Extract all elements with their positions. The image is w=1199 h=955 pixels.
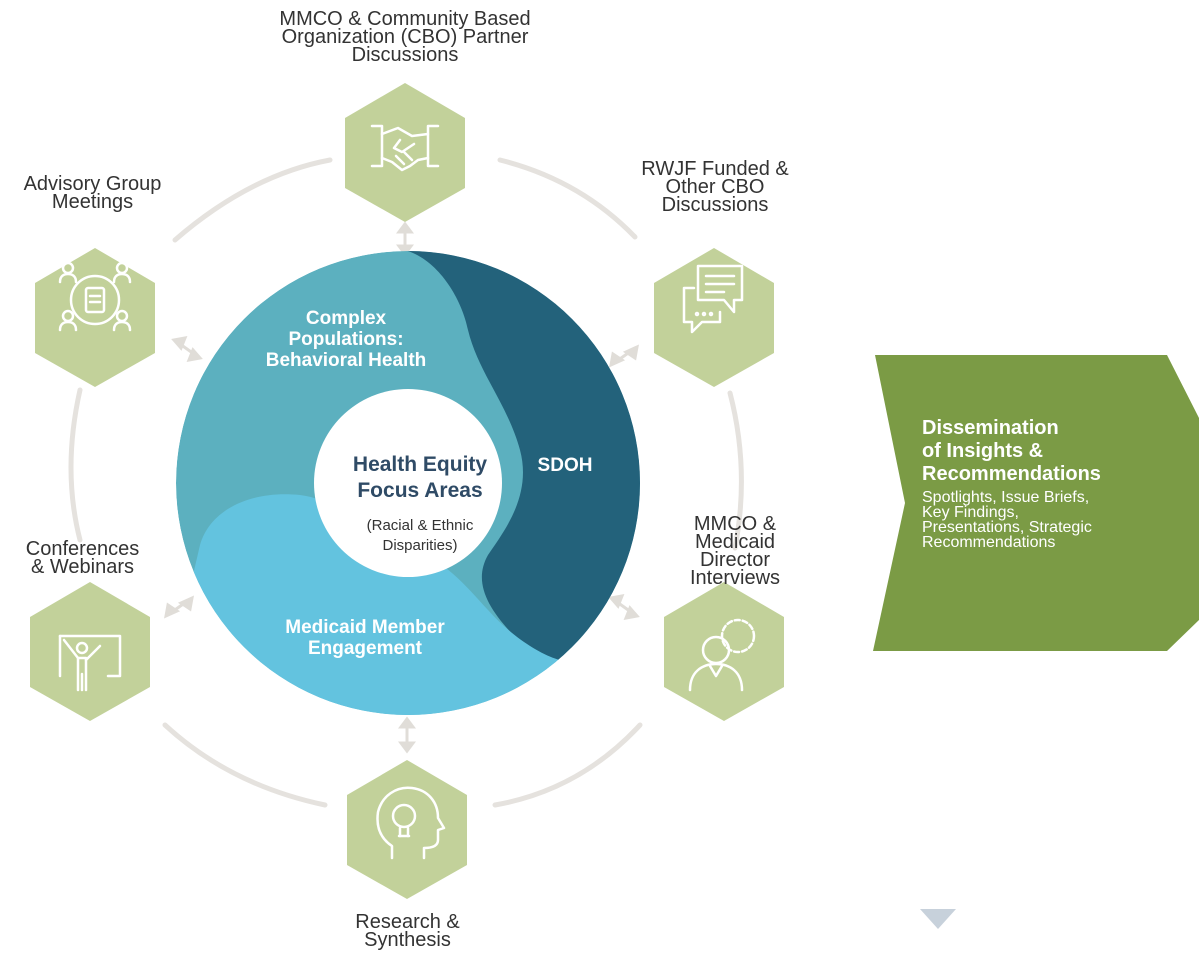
dissemination-title: Dissemination of Insights & Recommendati… [922, 417, 1162, 486]
connector-arrows [164, 221, 640, 754]
label-line: Advisory Group [23, 173, 162, 195]
ring-arc-right [727, 390, 744, 551]
focus-areas-donut [176, 251, 640, 715]
label-line: RWJF Funded & [641, 158, 789, 180]
handshake-icon [370, 124, 440, 172]
dissemination-detail-line: Presentations, Strategic [922, 519, 1092, 536]
segment-label-medicaid-member: Medicaid Member Engagement [255, 617, 475, 659]
dissemination-chevron [873, 355, 1199, 651]
center-title: Health Equity Focus Areas [300, 452, 540, 504]
label-line: Other CBO [665, 176, 765, 198]
label-upper-left: Advisory Group Meetings [0, 173, 185, 213]
dissemination-details: Spotlights, Issue Briefs, Key Findings, … [922, 489, 1162, 551]
label-line: Research & [355, 911, 460, 933]
arrow-bottom [398, 716, 416, 754]
arrow-upper-left [171, 336, 203, 362]
hexagon-upper-right [654, 248, 774, 387]
presenter-icon [58, 634, 122, 692]
label-line: Discussions [661, 194, 769, 216]
person-gear-icon [688, 618, 756, 692]
chat-bubbles-icon [682, 264, 744, 334]
dissemination-box: Dissemination of Insights & Recommendati… [922, 417, 1162, 551]
center-title-line: Health Equity [352, 453, 488, 476]
outer-ring [68, 157, 744, 808]
arrow-lower-right [608, 594, 640, 620]
hexagon-upper-left [35, 248, 155, 387]
label-line: Interviews [689, 567, 781, 589]
segment-label-line: SDOH [537, 455, 593, 476]
dissemination-title-line: of Insights & [922, 440, 1044, 462]
label-bottom: Research & Synthesis [330, 911, 485, 951]
down-triangle-icon [920, 909, 956, 929]
label-line: MMCO & Community Based [279, 8, 531, 30]
group-meeting-icon [58, 261, 132, 332]
center-subtitle: (Racial & Ethnic Disparities) [310, 516, 530, 556]
label-upper-right: RWJF Funded & Other CBO Discussions [610, 158, 820, 216]
center-title-line: Focus Areas [357, 479, 483, 502]
ring-arc-left [68, 387, 83, 543]
lightbulb-head-icon [376, 786, 446, 860]
label-line: Conferences [25, 538, 140, 560]
center-subtitle-line: (Racial & Ethnic [366, 517, 474, 534]
arrow-lower-left [164, 595, 194, 619]
label-lower-left: Conferences & Webinars [5, 538, 160, 578]
label-lower-right: MMCO & Medicaid Director Interviews [660, 513, 810, 589]
hexagon-top [345, 83, 465, 222]
ring-arc-top-left [172, 157, 333, 243]
label-line: Medicaid [694, 531, 776, 553]
label-line: Director [699, 549, 770, 571]
label-line: Synthesis [364, 929, 451, 951]
label-line: Discussions [351, 44, 459, 66]
dissemination-title-line: Recommendations [922, 463, 1101, 485]
segment-label-line: Medicaid Member [285, 617, 445, 638]
label-line: MMCO & [693, 513, 777, 535]
dissemination-detail-line: Key Findings, [922, 504, 1019, 521]
label-line: Organization (CBO) Partner [281, 26, 529, 48]
hexagon-bottom [347, 760, 467, 899]
segment-label-behavioral-health: Complex Populations: Behavioral Health [236, 308, 456, 371]
label-line: Meetings [51, 191, 134, 213]
center-circle [314, 389, 502, 577]
ring-arc-top-right [497, 157, 638, 240]
segment-label-sdoh: SDOH [520, 455, 610, 476]
label-top: MMCO & Community Based Organization (CBO… [245, 8, 565, 66]
segment-label-line: Engagement [307, 638, 423, 659]
center-subtitle-line: Disparities) [382, 537, 458, 554]
segment-label-line: Complex [305, 308, 387, 329]
segment-label-line: Behavioral Health [265, 350, 427, 371]
hexagon-lower-right [664, 582, 784, 721]
dissemination-detail-line: Spotlights, Issue Briefs, [922, 489, 1090, 506]
arrow-top [396, 221, 414, 257]
label-line: & Webinars [30, 556, 134, 578]
segment-label-line: Populations: [288, 329, 404, 350]
dissemination-detail-line: Recommendations [922, 534, 1056, 551]
ring-arc-bottom-right [492, 722, 643, 808]
ring-arc-bottom-left [162, 722, 328, 808]
arrow-upper-right [609, 344, 639, 368]
hexagon-lower-left [30, 582, 150, 721]
dissemination-title-line: Dissemination [922, 417, 1059, 439]
